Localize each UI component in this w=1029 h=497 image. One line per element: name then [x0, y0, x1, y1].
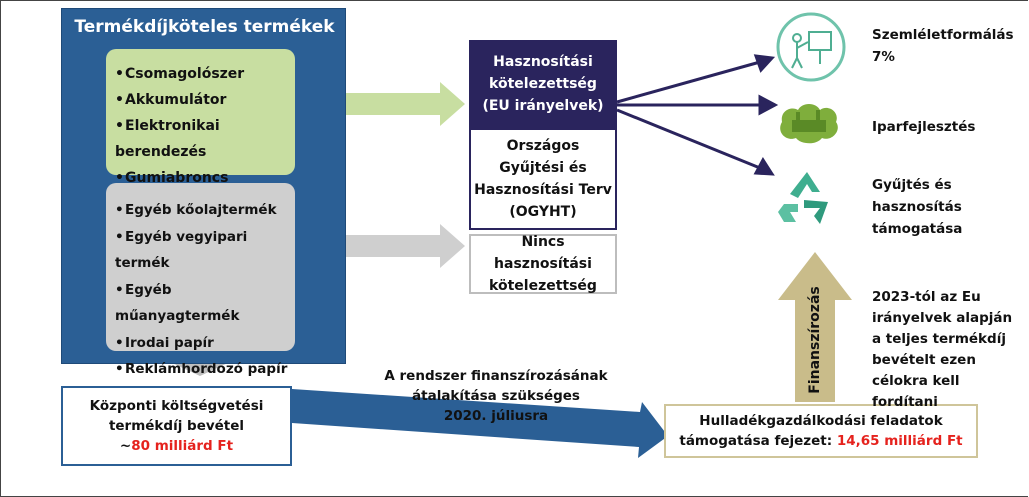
list-item: •Egyéb kőolajtermék: [115, 202, 277, 218]
green-industry-icon: [776, 98, 842, 146]
awareness-label: Szemléletformálás 7%: [872, 27, 1014, 65]
list-item: •Egyéb műanyagtermék: [115, 281, 240, 325]
no-obligation-box: Nincs hasznosítási kötelezettség: [469, 234, 617, 294]
target-arrows: [616, 54, 779, 176]
collection-label: Gyűjtés és hasznosítás támogatása: [872, 177, 963, 237]
presentation-icon: [776, 12, 846, 82]
national-plan-box: Országos Gyűjtési és Hasznosítási Terv (…: [469, 128, 617, 230]
list-item: •Csomagolószer: [115, 66, 245, 82]
product-panel-title: Termékdíjköteles termékek: [74, 17, 335, 37]
list-item: •Gumiabroncs: [115, 170, 229, 186]
eu-requirement-note: 2023-tól az Eu irányelvek alapján a telj…: [872, 289, 1013, 410]
list-item: •Akkumulátor: [115, 92, 227, 108]
waste-amount: 14,65 milliárd Ft: [836, 433, 963, 449]
funding-up-arrow: [778, 252, 852, 402]
obligated-products-list: •Csomagolószer •Akkumulátor •Elektronika…: [115, 61, 295, 191]
industry-label: Iparfejlesztés: [872, 119, 976, 135]
obligated-products-box: •Csomagolószer •Akkumulátor •Elektronika…: [106, 49, 295, 186]
recycling-icon: [776, 168, 838, 228]
list-item: •Irodai papír: [115, 334, 214, 351]
other-products-box: •Egyéb kőolajtermék •Egyéb vegyipari ter…: [106, 183, 295, 377]
product-panel: Termékdíjköteles termékek •Csomagolószer…: [61, 8, 346, 377]
waste-management-box: Hulladékgazdálkodási feladatok támogatás…: [664, 404, 978, 458]
panel-down-pointer: [170, 362, 230, 376]
budget-revenue-box: Központi költségvetési termékdíj bevétel…: [61, 386, 292, 466]
list-item: •Egyéb vegyipari termék: [115, 228, 248, 272]
funding-arrow-label: Finanszírozás: [807, 286, 823, 394]
list-item: •Elektronikai berendezés: [115, 118, 220, 160]
budget-amount: 80 milliárd Ft: [131, 438, 234, 454]
financing-blue-arrow: [292, 389, 668, 458]
reform-note: A rendszer finanszírozásának átalakítása…: [384, 368, 608, 424]
other-products-list: •Egyéb kőolajtermék •Egyéb vegyipari ter…: [115, 197, 295, 383]
recovery-obligation-box: Hasznosítási kötelezettség (EU irányelve…: [469, 40, 617, 128]
list-item: •Reklámhordozó papír: [115, 361, 288, 377]
